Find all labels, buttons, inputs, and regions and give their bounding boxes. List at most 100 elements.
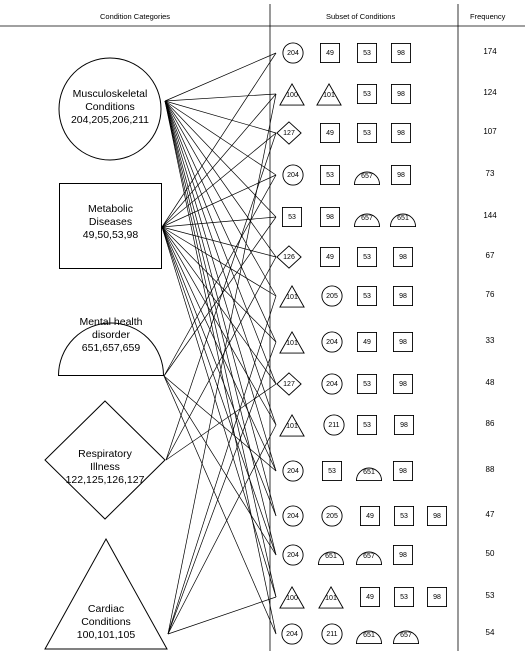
category-name-line: Conditions: [85, 101, 135, 113]
square-shape: [281, 206, 303, 228]
square-shape: [356, 285, 378, 307]
subset-code: 657: [361, 173, 373, 180]
subset-item-square: 49: [359, 586, 381, 608]
subset-code: 49: [326, 49, 334, 57]
subset-code: 98: [397, 129, 405, 137]
square-shape: [390, 164, 412, 186]
subset-code: 101: [286, 423, 298, 431]
triangle-shape: [279, 413, 305, 437]
subset-code: 49: [326, 253, 334, 261]
square-shape: [393, 586, 415, 608]
connector-line: [167, 596, 277, 635]
subset-code: 651: [325, 553, 337, 560]
connector-line: [164, 100, 277, 134]
header-condition-categories: Condition Categories: [100, 12, 171, 21]
subset-item-square: 98: [392, 460, 414, 482]
connector-line: [161, 174, 277, 228]
subset-item-square: 98: [390, 83, 412, 105]
subset-item-semicircle: 657: [355, 545, 383, 565]
subset-code: 53: [328, 467, 336, 475]
subset-code: 98: [399, 253, 407, 261]
connector-line: [161, 52, 277, 228]
connector-line: [163, 375, 277, 635]
subset-code: 98: [400, 421, 408, 429]
subset-code: 211: [326, 630, 338, 638]
frequency-value: 54: [485, 628, 495, 637]
subset-code: 98: [399, 551, 407, 559]
subset-code: 657: [363, 553, 375, 560]
subset-item-square: 53: [356, 414, 378, 436]
frequency-value: 107: [483, 127, 497, 136]
subset-item-square: 98: [392, 285, 414, 307]
square-shape: [393, 505, 415, 527]
subset-item-square: 98: [390, 122, 412, 144]
subset-code: 98: [399, 338, 407, 346]
subset-item-square: 53: [356, 373, 378, 395]
square-shape: [392, 331, 414, 353]
subset-item-square: 53: [356, 83, 378, 105]
connector-line: [161, 226, 277, 556]
circle-shape: [282, 505, 304, 527]
category-codes: 122,125,126,127: [65, 474, 145, 486]
category-diamond: [44, 400, 166, 520]
frequency-value: 53: [485, 591, 495, 600]
subset-item-diamond: 127: [276, 121, 302, 145]
triangle-shape: [316, 82, 342, 106]
semicircle-shape: [317, 551, 345, 565]
square-shape: [392, 285, 414, 307]
square-shape: [393, 414, 415, 436]
frequency-value: 144: [483, 211, 497, 220]
subset-code: 204: [326, 338, 338, 346]
circle-shape: [323, 414, 345, 436]
subset-code: 100: [286, 92, 298, 100]
subset-item-square: 98: [392, 544, 414, 566]
subset-item-circle: 204: [282, 505, 304, 527]
subset-code: 53: [363, 49, 371, 57]
subset-item-circle: 205: [321, 505, 343, 527]
subset-code: 53: [363, 90, 371, 98]
subset-item-semicircle: 651: [355, 624, 383, 644]
subset-code: 98: [433, 512, 441, 520]
semicircle-shape: [389, 213, 417, 227]
subset-code: 49: [363, 338, 371, 346]
subset-code: 101: [286, 340, 298, 348]
subset-code: 98: [397, 171, 405, 179]
connector-line: [161, 226, 277, 472]
subset-item-circle: 204: [321, 373, 343, 395]
subset-code: 98: [399, 467, 407, 475]
subset-code: 53: [363, 129, 371, 137]
subset-item-square: 98: [390, 164, 412, 186]
category-codes: 651,657,659: [81, 342, 141, 354]
subset-code: 101: [286, 294, 298, 302]
square-shape: [359, 586, 381, 608]
circle-shape: [58, 57, 162, 161]
triangle-shape: [279, 284, 305, 308]
category-name-line: disorder: [92, 329, 130, 341]
square-shape: [319, 206, 341, 228]
category-name-line: Cardiac: [87, 603, 125, 615]
connector-line: [164, 100, 277, 517]
subset-item-circle: 211: [323, 414, 345, 436]
category-name-line: Respiratory: [78, 448, 132, 460]
diamond-shape: [44, 400, 166, 520]
frequency-value: 47: [485, 510, 495, 519]
connector-line: [164, 100, 277, 343]
subset-item-square: 53: [356, 122, 378, 144]
connector-line: [163, 375, 277, 472]
category-name-line: Musculoskeletal: [72, 88, 148, 100]
category-circle: [58, 57, 162, 161]
circle-shape: [282, 460, 304, 482]
square-shape: [319, 42, 341, 64]
subset-item-circle: 204: [321, 331, 343, 353]
frequency-value: 67: [485, 251, 495, 260]
connector-line: [165, 256, 277, 461]
subset-code: 101: [323, 92, 335, 100]
subset-item-square: 53: [356, 246, 378, 268]
subset-item-square: 53: [319, 164, 341, 186]
connector-line: [164, 100, 277, 598]
subset-item-square: 53: [393, 586, 415, 608]
connector-line: [161, 226, 277, 598]
subset-item-square: 98: [426, 505, 448, 527]
connector-line: [165, 132, 277, 461]
